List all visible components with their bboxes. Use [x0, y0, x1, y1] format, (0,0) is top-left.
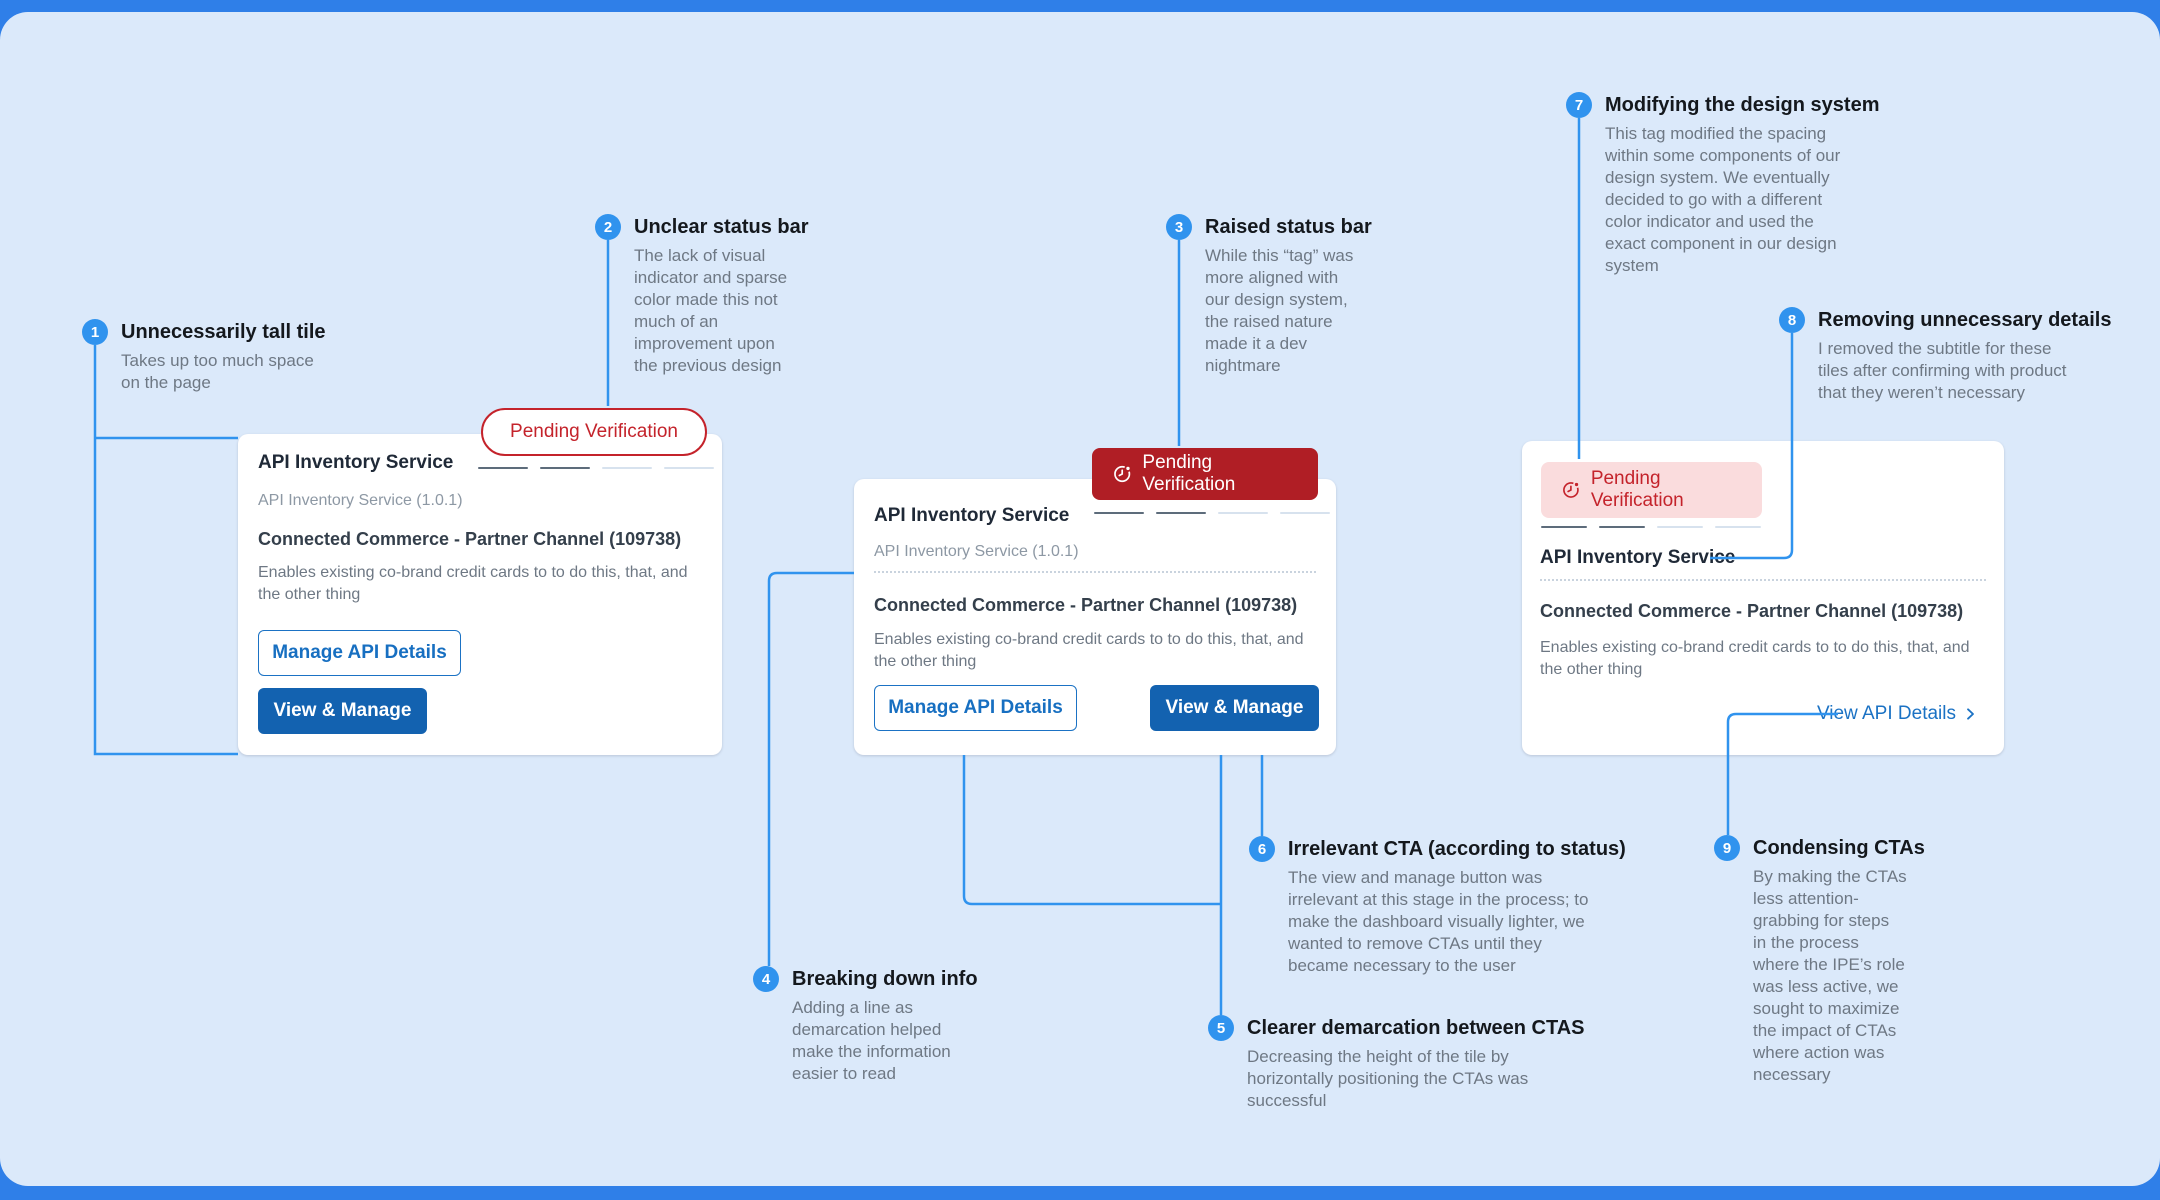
annotation-body: Adding a line as demarcation helped make… [792, 998, 951, 1083]
annotation-number-badge: 7 [1566, 92, 1592, 118]
annotation-number-badge: 5 [1208, 1015, 1234, 1041]
annotation-number-badge: 1 [82, 319, 108, 345]
view-and-manage-button[interactable]: View & Manage [1150, 685, 1319, 731]
button-label: Manage API Details [272, 642, 447, 663]
status-badge-pending-verification: Pending Verification [1541, 462, 1762, 518]
annotation-body: This tag modified the spacing within som… [1605, 124, 1841, 275]
view-and-manage-button[interactable]: View & Manage [258, 688, 427, 734]
annotation-body: While this “tag” was more aligned with o… [1205, 246, 1354, 375]
annotation-3: 3 Raised status bar While this “tag” was… [1166, 214, 1372, 377]
annotation-title: Breaking down info [792, 968, 978, 990]
card-description: Enables existing co-brand credit cards t… [258, 564, 688, 603]
annotation-number-badge: 3 [1166, 214, 1192, 240]
annotation-number-badge: 4 [753, 966, 779, 992]
card-title: API Inventory Service [874, 505, 1070, 526]
skeleton-dash [664, 467, 714, 469]
card-divider [874, 571, 1316, 573]
progress-dashes [1541, 526, 1761, 528]
skeleton-dash [1156, 512, 1206, 514]
api-card-version-2: API Inventory Service API Inventory Serv… [854, 479, 1336, 755]
button-label: View & Manage [1165, 697, 1304, 718]
annotation-title: Condensing CTAs [1753, 837, 1925, 859]
annotation-2: 2 Unclear status bar The lack of visual … [595, 214, 809, 377]
annotation-title: Clearer demarcation between CTAS [1247, 1017, 1585, 1039]
skeleton-dash [1541, 526, 1587, 528]
api-card-version-1: API Inventory Service API Inventory Serv… [238, 434, 722, 755]
skeleton-dash [602, 467, 652, 469]
card-title: API Inventory Service [1540, 547, 1736, 568]
card-heading: Connected Commerce - Partner Channel (10… [874, 595, 1298, 615]
pending-clock-icon [1563, 481, 1580, 498]
annotation-number-badge: 2 [595, 214, 621, 240]
skeleton-dash [540, 467, 590, 469]
status-badge-pending-verification: Pending Verification [1092, 448, 1318, 500]
status-badge-label: Pending Verification [1142, 452, 1236, 495]
link-label: View API Details [1816, 703, 1956, 724]
annotation-5: 5 Clearer demarcation between CTAS Decre… [1208, 1015, 1585, 1112]
button-label: Manage API Details [888, 697, 1063, 718]
annotation-body: By making the CTAs less attention- grabb… [1753, 867, 1907, 1084]
button-label: View & Manage [273, 700, 412, 721]
card-heading: Connected Commerce - Partner Channel (10… [258, 529, 682, 549]
pending-clock-icon [1114, 464, 1132, 483]
card-heading: Connected Commerce - Partner Channel (10… [1540, 601, 1964, 621]
manage-api-details-button[interactable]: Manage API Details [258, 630, 461, 676]
annotation-7: 7 Modifying the design system This tag m… [1566, 92, 1879, 277]
annotation-title: Unnecessarily tall tile [121, 321, 326, 343]
annotation-1: 1 Unnecessarily tall tile Takes up too m… [82, 319, 326, 394]
annotation-body: Takes up too much space on the page [121, 351, 314, 392]
card-title: API Inventory Service [258, 452, 454, 473]
annotation-number-badge: 9 [1714, 835, 1740, 861]
annotation-number-badge: 8 [1779, 307, 1805, 333]
annotation-title: Raised status bar [1205, 216, 1372, 238]
status-pill-label: Pending Verification [510, 421, 678, 442]
view-api-details-link[interactable]: View API Details [1817, 703, 1978, 725]
annotation-body: The view and manage button was irrelevan… [1288, 868, 1589, 975]
api-card-version-3: Pending Verification API Inventory Servi… [1522, 441, 2004, 755]
annotation-6: 6 Irrelevant CTA (according to status) T… [1249, 836, 1626, 977]
progress-dashes [478, 467, 714, 469]
skeleton-dash [1280, 512, 1330, 514]
card-description: Enables existing co-brand credit cards t… [874, 631, 1304, 670]
annotation-8: 8 Removing unnecessary details I removed… [1779, 307, 2111, 404]
annotation-9: 9 Condensing CTAs By making the CTAs les… [1714, 835, 1925, 1086]
annotation-body: The lack of visual indicator and sparse … [634, 246, 788, 375]
annotation-body: I removed the subtitle for these tiles a… [1818, 339, 2067, 402]
status-pill-pending-verification: Pending Verification [481, 408, 707, 456]
chevron-right-icon [1967, 708, 1974, 720]
skeleton-dash [478, 467, 528, 469]
card-subtitle: API Inventory Service (1.0.1) [874, 543, 1079, 560]
skeleton-dash [1218, 512, 1268, 514]
card-description: Enables existing co-brand credit cards t… [1540, 639, 1970, 678]
skeleton-dash [1657, 526, 1703, 528]
annotation-number-badge: 6 [1249, 836, 1275, 862]
manage-api-details-button[interactable]: Manage API Details [874, 685, 1077, 731]
card-subtitle: API Inventory Service (1.0.1) [258, 492, 463, 509]
annotation-title: Unclear status bar [634, 216, 809, 238]
annotation-title: Irrelevant CTA (according to status) [1288, 838, 1626, 860]
skeleton-dash [1599, 526, 1645, 528]
annotation-title: Modifying the design system [1605, 94, 1880, 116]
card-divider [1540, 579, 1986, 581]
annotation-body: Decreasing the height of the tile by hor… [1247, 1047, 1529, 1110]
annotation-4: 4 Breaking down info Adding a line as de… [753, 966, 978, 1085]
progress-dashes [1094, 512, 1330, 514]
skeleton-dash [1094, 512, 1144, 514]
skeleton-dash [1715, 526, 1761, 528]
annotation-title: Removing unnecessary details [1818, 309, 2112, 331]
status-badge-label: Pending Verification [1590, 468, 1684, 511]
